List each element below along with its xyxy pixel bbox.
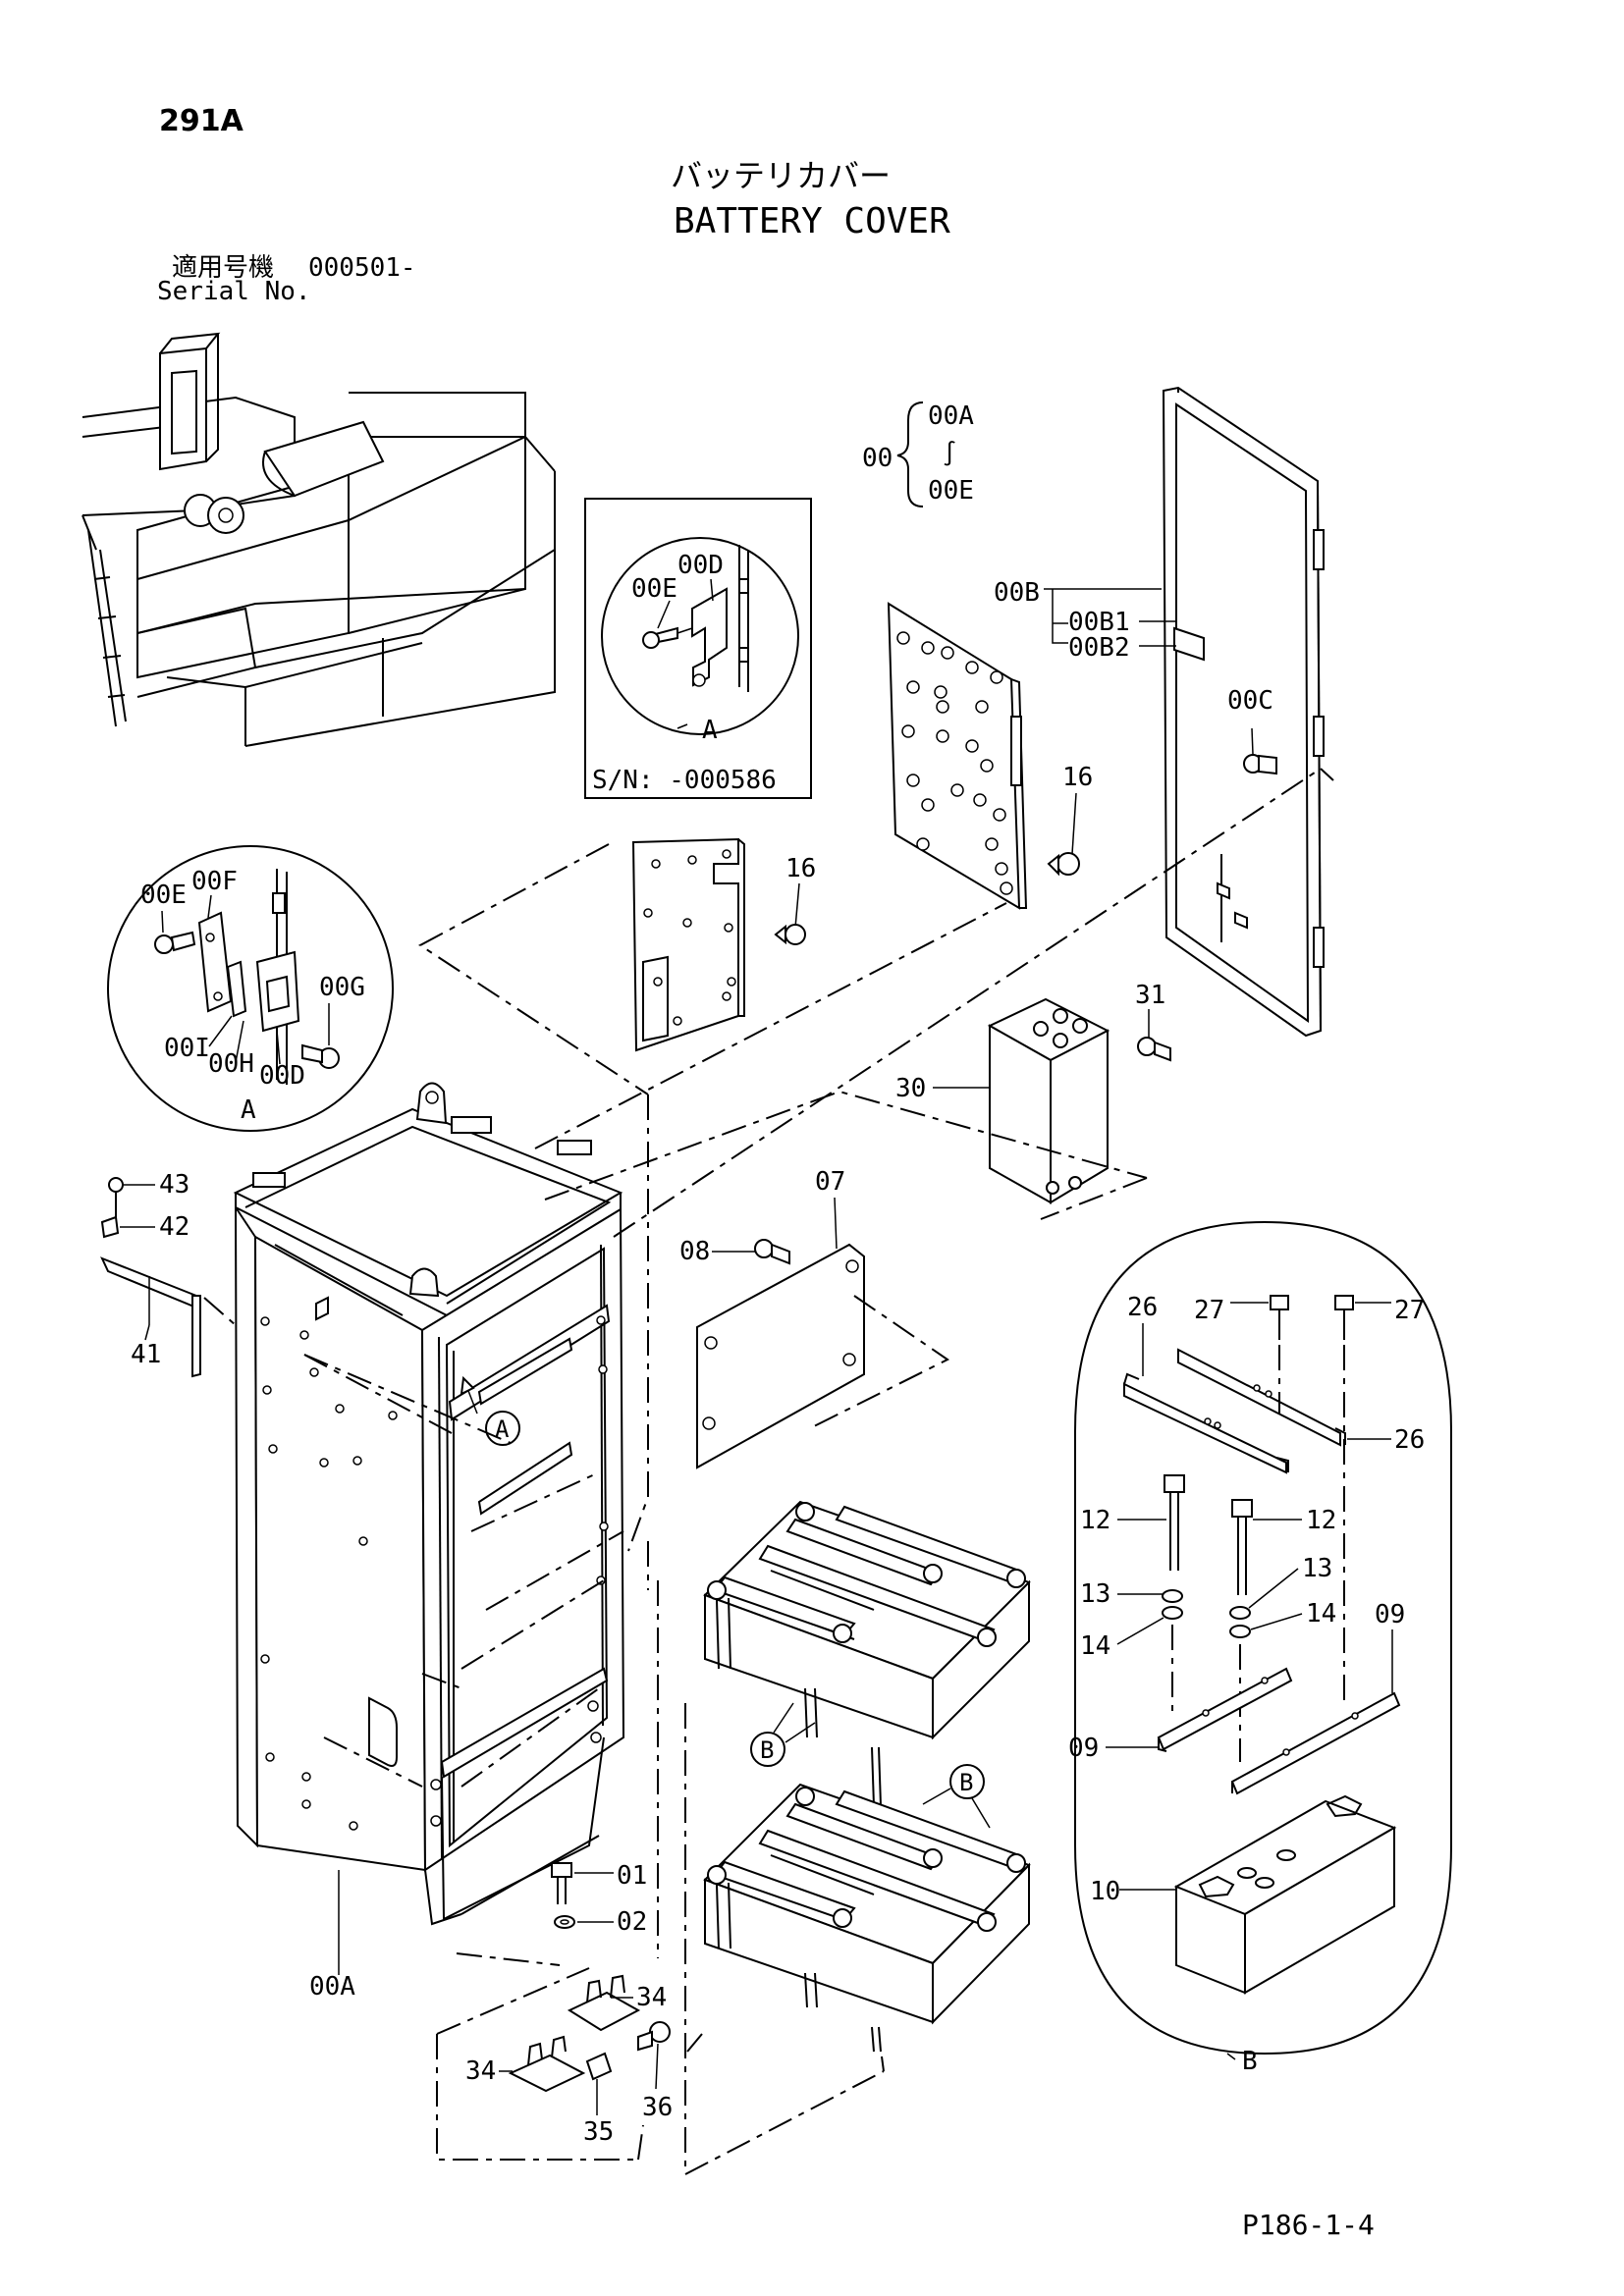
callout-34-right: 34 [636,1983,667,2012]
reference-circle-B-upper [750,1732,785,1767]
callout-00A: 00A [309,1972,355,2002]
group-first-item: 00A [928,401,974,431]
reference-lines [303,768,1334,2176]
callout-00E-inset-top: 00E [631,574,677,604]
callout-13-left: 13 [1080,1579,1110,1609]
callout-09-right: 09 [1375,1600,1405,1629]
callout-02: 02 [617,1907,647,1937]
callout-09-left: 09 [1068,1734,1099,1763]
bolt-16-lower [785,924,806,945]
back-plate [887,602,1028,910]
serial-label-japanese: 適用号機 [172,253,274,283]
callout-16-lower: 16 [785,854,816,883]
callout-00D-inset-top: 00D [677,551,724,580]
callout-34-left: 34 [465,2056,496,2086]
callout-27-left: 27 [1194,1296,1224,1325]
callout-16-upper: 16 [1062,763,1093,792]
reference-circle-B-lower [949,1764,985,1799]
bolt-16-upper [1056,852,1080,876]
callout-00I: 00I [164,1034,210,1063]
group-root: 00 [862,444,893,473]
inset-serial-range: S/N: -000586 [592,766,777,795]
callout-13-right: 13 [1302,1554,1332,1583]
detail-label-A-top: A [702,716,718,745]
callout-01: 01 [617,1861,647,1891]
callout-00G: 00G [319,973,365,1002]
callout-08: 08 [679,1237,710,1266]
callout-26-right: 26 [1394,1425,1425,1455]
mid-bracket-plate [631,837,745,1052]
callout-14-right: 14 [1306,1599,1336,1629]
detail-B-battery-hold-down [1074,1220,1452,2056]
callout-00C: 00C [1227,686,1273,716]
callout-35: 35 [583,2117,614,2147]
callout-10: 10 [1090,1877,1120,1906]
relay-box-30 [987,997,1110,1204]
page-code: 291A [159,104,244,138]
title-japanese: バッテリカバー [671,157,891,194]
callout-00B2: 00B2 [1068,633,1130,663]
callout-43: 43 [159,1170,189,1200]
callout-00B1: 00B1 [1068,608,1130,637]
callout-00B: 00B [994,578,1040,608]
detail-circle-A: 00F 00E 00G 00I 00H 00D A [107,845,394,1132]
callout-26-left: 26 [1127,1293,1158,1322]
battery-cabinet-00A [233,1082,625,1926]
callout-42: 42 [159,1212,189,1242]
assembly-group-bracket: 00 00A ∫ 00E [862,401,974,507]
serial-range: 000501- [308,253,416,283]
callout-00F: 00F [191,867,238,896]
callout-00E-left: 00E [140,881,187,910]
footer-page-code: P186-1-4 [1242,2209,1375,2241]
group-last-item: 00E [928,476,974,506]
callout-36: 36 [642,2093,673,2122]
detail-label-B: B [1242,2047,1258,2076]
battery-pack-upper [703,1500,1031,1807]
callout-07: 07 [815,1167,845,1197]
callout-31: 31 [1135,981,1165,1010]
callout-12-right: 12 [1306,1506,1336,1535]
reference-label-B-upper: B [760,1736,774,1764]
callout-12-left: 12 [1080,1506,1110,1535]
callout-00H: 00H [208,1049,254,1079]
callout-14-left: 14 [1080,1631,1110,1661]
reference-label-A: A [495,1415,510,1443]
inset-detail-old-serial: 00D 00E A S/N: -000586 [584,498,812,799]
bolt-08 [754,1239,774,1258]
cover-plate-07 [696,1243,865,1469]
reference-label-B-lower: B [959,1769,973,1796]
clamp-34-assembly [508,1974,671,2093]
group-range-tilde: ∫ [943,440,956,467]
callout-27-right: 27 [1394,1296,1425,1325]
machine-locator-view [81,332,556,747]
title-english: BATTERY COVER [674,201,950,241]
callout-30: 30 [895,1074,926,1103]
detail-label-A-left: A [241,1095,256,1125]
door-00B [1162,386,1325,1038]
bolt-01-washer-02 [551,1862,575,1929]
bolt-31 [1137,1037,1157,1056]
callout-41: 41 [131,1340,161,1369]
battery-pack-lower [703,1783,1031,2053]
bracket-41-assembly [100,1177,237,1378]
serial-label-english: Serial No. [157,277,311,306]
callout-00D-left: 00D [259,1061,305,1091]
